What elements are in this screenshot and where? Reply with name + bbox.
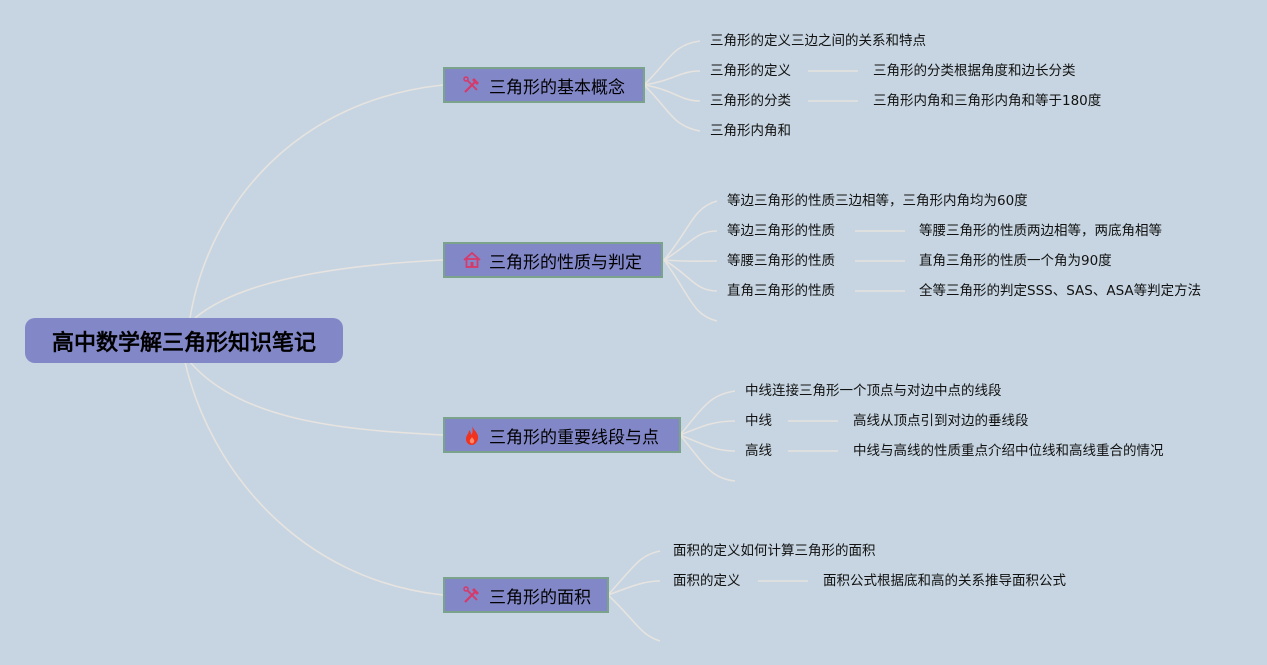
branch-label: 三角形的重要线段与点 xyxy=(489,427,659,448)
tools-icon xyxy=(461,74,483,96)
branch-node-properties[interactable]: 三角形的性质与判定 xyxy=(443,242,663,278)
leaf-subitem[interactable]: 全等三角形的判定SSS、SAS、ASA等判定方法 xyxy=(919,283,1202,299)
tools-icon xyxy=(461,584,483,606)
branch-label: 三角形的性质与判定 xyxy=(489,252,642,273)
leaf-subitem[interactable]: 面积公式根据底和高的关系推导面积公式 xyxy=(823,573,1066,589)
branch-label: 三角形的基本概念 xyxy=(489,77,625,98)
branch-node-basic-concepts[interactable]: 三角形的基本概念 xyxy=(443,67,645,103)
house-icon xyxy=(461,249,483,271)
branch-label: 三角形的面积 xyxy=(489,587,591,608)
root-label: 高中数学解三角形知识笔记 xyxy=(51,330,316,356)
leaf-item[interactable]: 三角形的定义三边之间的关系和特点 xyxy=(710,33,926,49)
leaf-subitem[interactable]: 中线与高线的性质重点介绍中位线和高线重合的情况 xyxy=(853,443,1164,459)
leaf-item[interactable]: 面积的定义 xyxy=(673,573,741,589)
leaf-item[interactable]: 等边三角形的性质三边相等，三角形内角均为60度 xyxy=(727,193,1028,209)
leaf-subitem[interactable]: 三角形的分类根据角度和边长分类 xyxy=(873,63,1076,79)
branch-node-segments[interactable]: 三角形的重要线段与点 xyxy=(443,417,681,453)
branch-node-area[interactable]: 三角形的面积 xyxy=(443,577,609,613)
root-node[interactable]: 高中数学解三角形知识笔记 xyxy=(25,318,343,363)
leaf-item[interactable]: 三角形的分类 xyxy=(710,93,791,109)
leaf-subitem[interactable]: 等腰三角形的性质两边相等，两底角相等 xyxy=(919,223,1162,239)
leaf-item[interactable]: 中线连接三角形一个顶点与对边中点的线段 xyxy=(745,383,1002,399)
leaf-item[interactable]: 高线 xyxy=(745,443,772,459)
leaf-subitem[interactable]: 高线从顶点引到对边的垂线段 xyxy=(853,413,1029,429)
leaf-item[interactable]: 等边三角形的性质 xyxy=(727,223,835,239)
leaf-item[interactable]: 三角形内角和 xyxy=(710,123,791,139)
leaf-item[interactable]: 三角形的定义 xyxy=(710,63,791,79)
leaf-item[interactable]: 等腰三角形的性质 xyxy=(727,253,835,269)
leaf-subitem[interactable]: 三角形内角和三角形内角和等于180度 xyxy=(873,93,1102,109)
fire-icon xyxy=(461,424,483,446)
leaf-subitem[interactable]: 直角三角形的性质一个角为90度 xyxy=(919,253,1112,269)
leaf-item[interactable]: 直角三角形的性质 xyxy=(727,283,835,299)
leaf-item[interactable]: 中线 xyxy=(745,413,772,429)
leaf-item[interactable]: 面积的定义如何计算三角形的面积 xyxy=(673,543,876,559)
